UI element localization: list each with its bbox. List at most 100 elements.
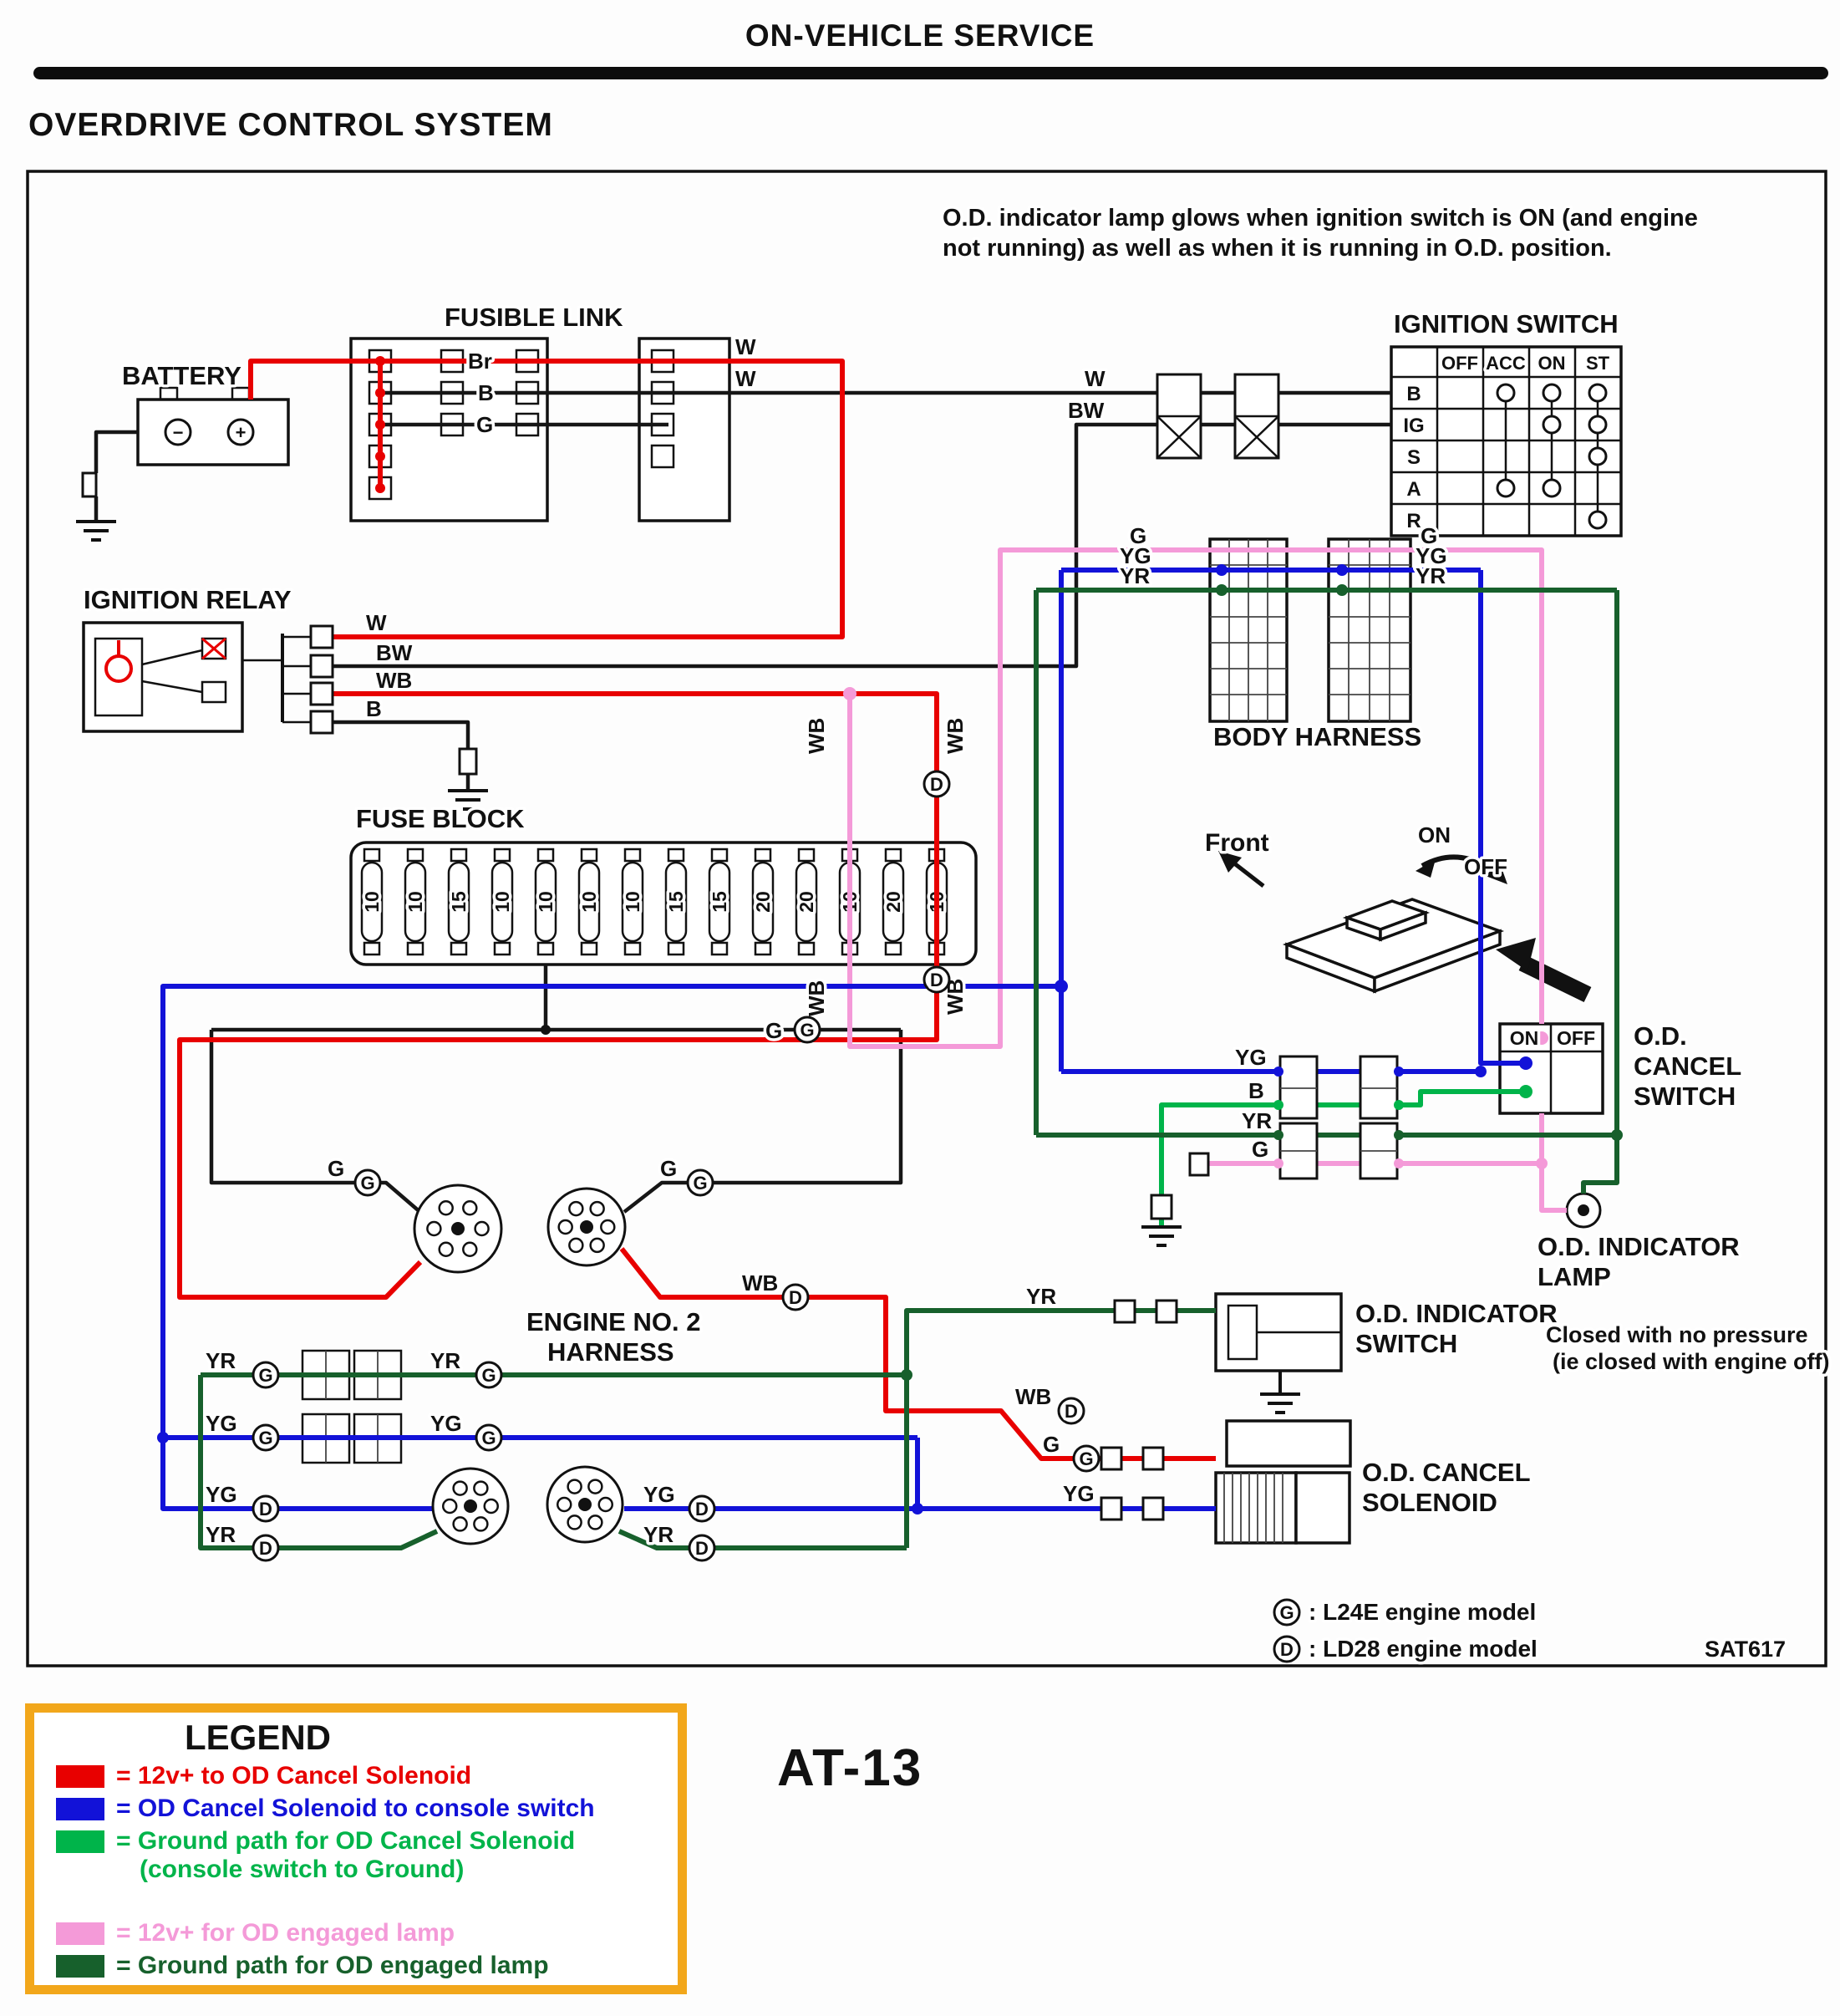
- diagram-label: W: [366, 610, 387, 635]
- ignition-row-label: B: [1406, 383, 1421, 405]
- diagram-label: +: [236, 422, 247, 443]
- diagram-label: B: [1248, 1078, 1264, 1103]
- diagram-label: G: [660, 1156, 677, 1181]
- diagram-label: Br: [468, 349, 492, 374]
- diagram-label: OFF: [1464, 854, 1507, 879]
- diagram-label: YG: [206, 1482, 237, 1507]
- fuse-rating: 15: [709, 891, 730, 913]
- diagram-label: YG: [206, 1411, 237, 1436]
- pointer-arrowhead-icon: [1496, 938, 1536, 971]
- legend-swatch: [56, 1954, 104, 1978]
- body-harness-connectors: [1208, 537, 1412, 723]
- diagram-label: BODY HARNESS: [1213, 722, 1421, 751]
- legend-item-label: = OD Cancel Solenoid to console switch: [116, 1795, 595, 1822]
- od-cancel-solenoid: [1214, 1419, 1352, 1545]
- diagram-label: D: [1065, 1401, 1078, 1422]
- ignition-column-header: ACC: [1486, 353, 1526, 374]
- relay-ground-pin: [458, 747, 478, 776]
- diagram-label: G: [1079, 1448, 1093, 1469]
- section-title: OVERDRIVE CONTROL SYSTEM: [28, 107, 553, 143]
- fuse-rating: 15: [448, 891, 470, 913]
- diagram-label: Closed with no pressure: [1546, 1322, 1808, 1347]
- diagram-label: ENGINE NO. 2: [526, 1307, 700, 1336]
- diagram-label: OFF: [1557, 1027, 1595, 1049]
- diagram-label: FUSE BLOCK: [356, 804, 525, 833]
- legend-item: = OD Cancel Solenoid to console switch: [56, 1795, 678, 1823]
- on-arrowhead-icon: [1416, 859, 1436, 878]
- diagram-label: SOLENOID: [1362, 1488, 1497, 1517]
- legend-swatch: [56, 1922, 104, 1945]
- ignition-relay: [82, 621, 311, 733]
- diagram-label: G: [481, 1428, 496, 1448]
- battery-ground-pin: [81, 471, 98, 498]
- ignition-switch-table: [1390, 345, 1623, 537]
- legend-item-label: = 12v+ for OD engaged lamp: [116, 1919, 455, 1947]
- wires-blue: [160, 568, 1526, 1511]
- diagram-label: YR: [1242, 1108, 1272, 1133]
- diagram-label: YG: [1235, 1045, 1267, 1070]
- diagram-label: G: [1043, 1432, 1060, 1457]
- pointer-arrow: [1518, 955, 1592, 1002]
- ignition-row-label: R: [1406, 510, 1421, 532]
- legend-item: = Ground path for OD Cancel Solenoid: [56, 1827, 678, 1856]
- fuse-rating: 15: [665, 891, 687, 913]
- diagram-label: O.D. indicator lamp glows when ignition …: [943, 205, 1698, 232]
- diagram-label: G: [1421, 523, 1437, 548]
- ignition-row-label: IG: [1403, 415, 1424, 437]
- fuse-rating: 10: [535, 891, 557, 913]
- diagram-label: G: [360, 1173, 374, 1194]
- diagram-label: YG: [1416, 543, 1447, 568]
- diagram-label: SWITCH: [1355, 1329, 1457, 1358]
- wires-green: [1159, 1089, 1526, 1225]
- wires-red: [177, 359, 1216, 1461]
- diagram-label: : LD28 engine model: [1309, 1636, 1538, 1662]
- diagram-label: WB: [376, 668, 412, 693]
- wires-darkgreen: [198, 588, 1619, 1550]
- ground-symbols: [76, 520, 1300, 1414]
- diagram-label: O.D. INDICATOR: [1538, 1232, 1740, 1261]
- ignition-column-header: ON: [1538, 353, 1566, 374]
- diagram-label: SWITCH: [1634, 1082, 1736, 1111]
- diagram-label: YG: [1120, 543, 1151, 568]
- diagram-label: −: [173, 422, 184, 443]
- fuse-rating: 20: [795, 891, 817, 913]
- diagram-label: YR: [206, 1522, 236, 1547]
- ignition-column-header: OFF: [1441, 353, 1478, 374]
- diagram-label: G: [693, 1173, 707, 1194]
- od-cancel-switch: [1498, 1022, 1604, 1115]
- diagram-label: ON: [1510, 1027, 1539, 1049]
- diagram-label: YR: [1026, 1284, 1056, 1309]
- fuse-rating: 10: [404, 891, 426, 913]
- diagram-label: O.D.: [1634, 1021, 1687, 1051]
- diagram-label: O.D. CANCEL: [1362, 1458, 1531, 1487]
- diagram-label: W: [735, 334, 756, 359]
- off-arrowhead-icon: [1486, 861, 1507, 884]
- front-arrowhead-icon: [1218, 851, 1242, 873]
- legend: LEGEND = 12v+ to OD Cancel Solenoid= OD …: [25, 1703, 687, 1994]
- diagram-label: WB: [804, 980, 829, 1016]
- relay-pins: [81, 471, 478, 776]
- diagram-label: WB: [1015, 1384, 1051, 1409]
- diagram-label: BW: [1068, 398, 1105, 423]
- engine-harness-round-connectors: [413, 1184, 627, 1545]
- diagram-label: IGNITION SWITCH: [1394, 309, 1619, 339]
- diagram-label: WB: [943, 718, 968, 754]
- console-bundle-connectors: [1150, 1055, 1399, 1220]
- diagram-label: CANCEL: [1634, 1051, 1741, 1081]
- legend-item-label: = Ground path for OD engaged lamp: [116, 1952, 549, 1979]
- diagram-label: G: [765, 1018, 782, 1043]
- diagram-labels: O.D. indicator lamp glows when ignition …: [81, 202, 1833, 1665]
- legend-swatch: [56, 1830, 104, 1853]
- diagram-label: W: [1085, 366, 1106, 391]
- diagram-label: B: [366, 696, 382, 721]
- ignition-row-label: S: [1407, 446, 1421, 469]
- diagram-label: BW: [376, 640, 413, 665]
- legend-item: = 12v+ to OD Cancel Solenoid: [56, 1762, 678, 1790]
- page-number: AT-13: [777, 1739, 923, 1797]
- ignition-inline-connectors: [1156, 373, 1280, 460]
- diagram-label: Front: [1205, 829, 1269, 857]
